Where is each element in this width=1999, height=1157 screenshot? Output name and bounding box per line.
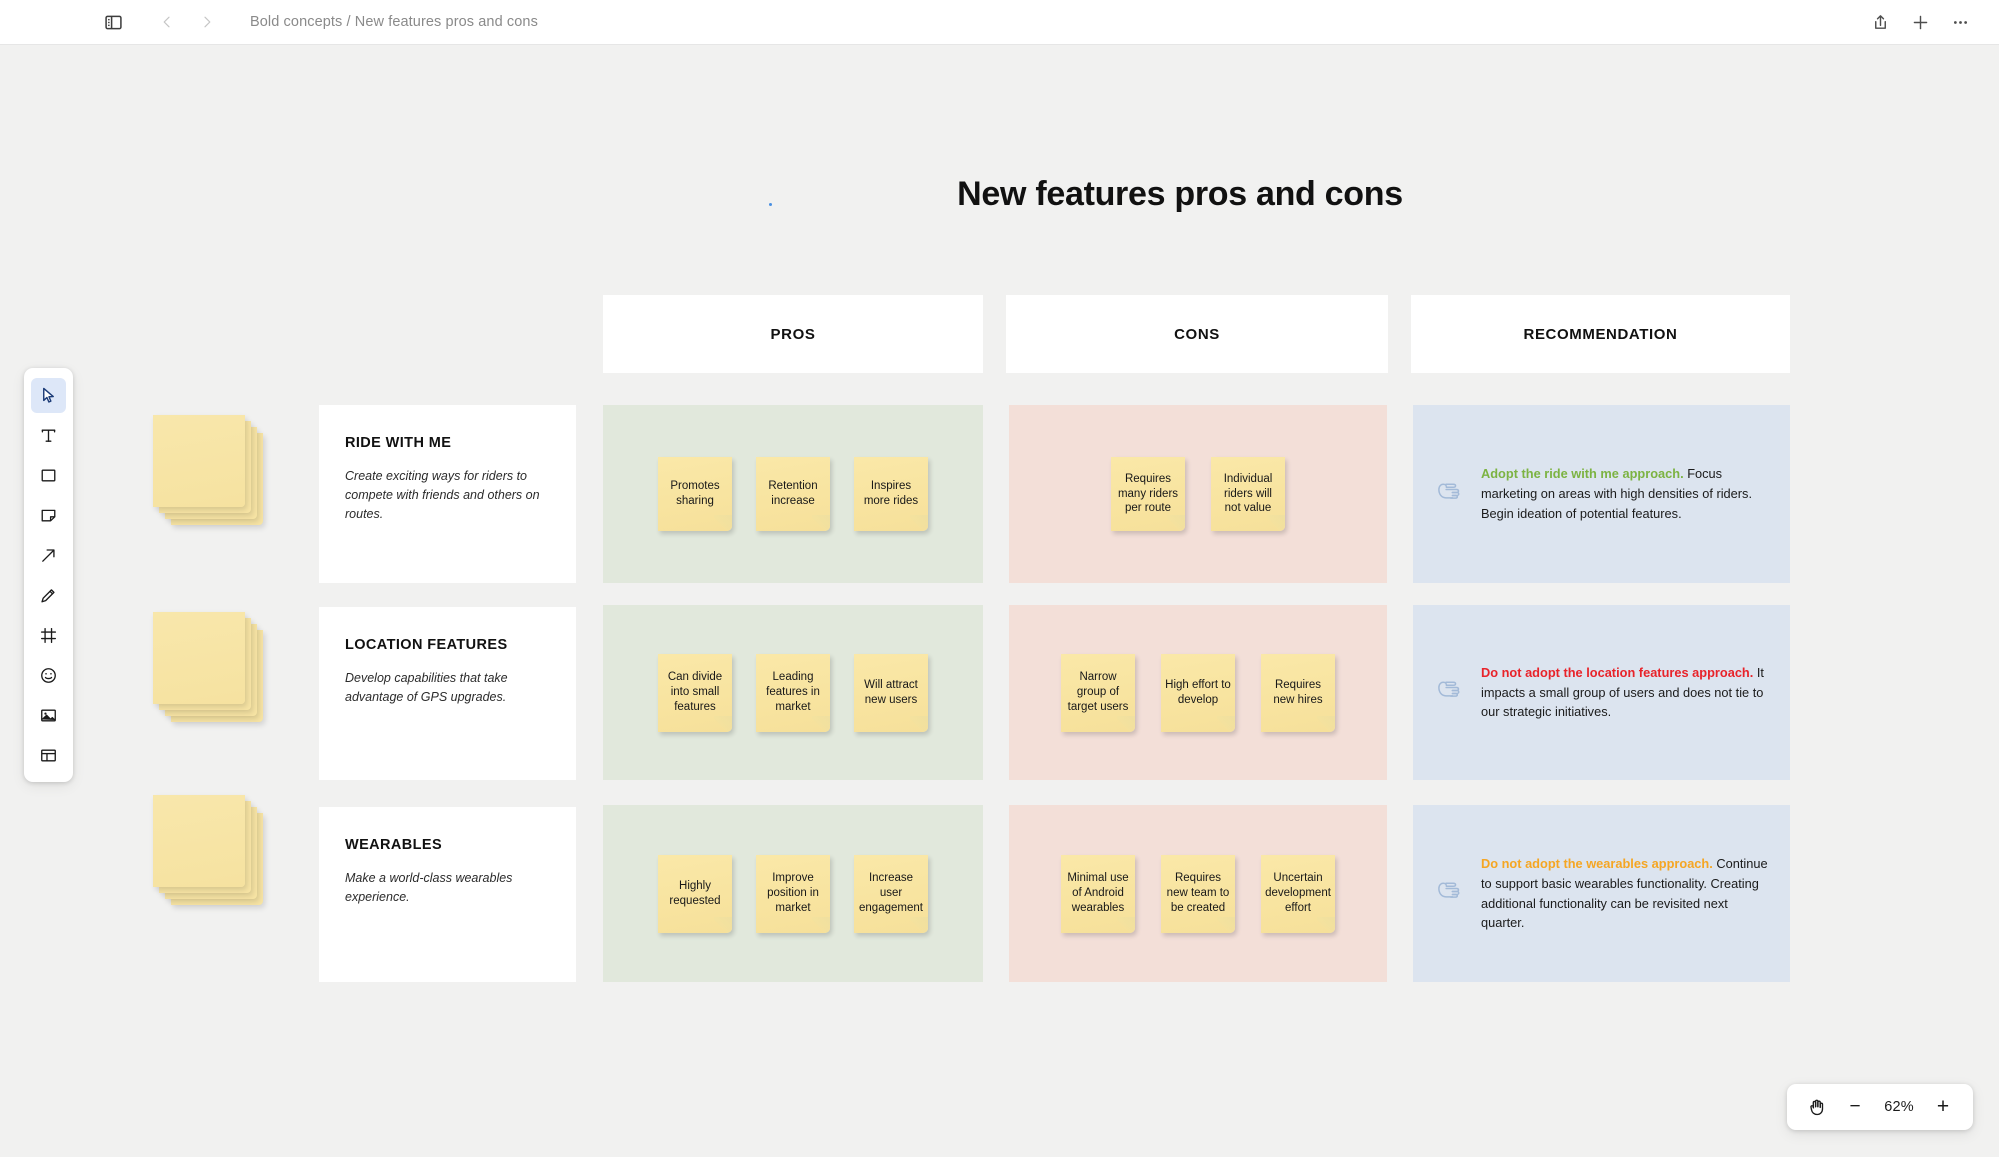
cell-cons-row2[interactable]: Narrow group of target users High effort… bbox=[1009, 605, 1387, 780]
sticky-note[interactable]: Uncertain development effort bbox=[1261, 854, 1335, 933]
sticky-note[interactable]: Narrow group of target users bbox=[1061, 653, 1135, 732]
sidebar-toggle-button[interactable] bbox=[96, 5, 130, 39]
sticky-note[interactable]: Promotes sharing bbox=[658, 457, 732, 531]
sticky-note[interactable]: Requires new team to be created bbox=[1161, 854, 1235, 933]
image-tool[interactable] bbox=[31, 698, 66, 733]
row-label-card[interactable]: RIDE WITH ME Create exciting ways for ri… bbox=[319, 405, 576, 583]
sticky-note-stack[interactable] bbox=[153, 612, 263, 722]
sticky-note-stack[interactable] bbox=[153, 795, 263, 905]
cell-recommendation-row3[interactable]: Do not adopt the wearables approach. Con… bbox=[1413, 805, 1790, 982]
recommendation-text: Do not adopt the location features appro… bbox=[1481, 663, 1770, 722]
row-title: RIDE WITH ME bbox=[345, 435, 452, 451]
text-tool[interactable] bbox=[31, 418, 66, 453]
top-toolbar: Bold concepts / New features pros and co… bbox=[0, 0, 1999, 45]
zoom-out-button[interactable]: − bbox=[1849, 1096, 1861, 1117]
forward-button[interactable] bbox=[190, 5, 224, 39]
row-label-card[interactable]: WEARABLES Make a world-class wearables e… bbox=[319, 807, 576, 982]
hand-tool-icon[interactable] bbox=[1801, 1091, 1833, 1123]
tool-palette bbox=[24, 368, 73, 782]
zoom-in-button[interactable]: + bbox=[1936, 1095, 1950, 1118]
cell-cons-row1[interactable]: Requires many riders per route Individua… bbox=[1009, 405, 1387, 583]
whiteboard-canvas[interactable]: New features pros and cons PROS CONS REC… bbox=[0, 45, 1999, 1157]
cell-pros-row2[interactable]: Can divide into small features Leading f… bbox=[603, 605, 983, 780]
row-title: WEARABLES bbox=[345, 837, 443, 853]
sticky-note[interactable]: Retention increase bbox=[756, 457, 830, 531]
zoom-control: − 62% + bbox=[1787, 1084, 1973, 1130]
pointing-hand-icon bbox=[1435, 878, 1465, 909]
back-button[interactable] bbox=[150, 5, 184, 39]
sticky-note-stack[interactable] bbox=[153, 415, 263, 525]
add-icon[interactable] bbox=[1903, 5, 1937, 39]
pen-tool[interactable] bbox=[31, 578, 66, 613]
recommendation-body: Focus marketing on areas with high densi… bbox=[1481, 466, 1753, 521]
select-tool[interactable] bbox=[31, 377, 66, 413]
share-icon[interactable] bbox=[1863, 5, 1897, 39]
row-description: Develop capabilities that take advantage… bbox=[345, 671, 508, 704]
row-description: Make a world-class wearables experience. bbox=[345, 871, 513, 904]
cell-pros-row1[interactable]: Promotes sharing Retention increase Insp… bbox=[603, 405, 983, 583]
row-description: Create exciting ways for riders to compe… bbox=[345, 469, 540, 521]
sticky-note-tool[interactable] bbox=[31, 498, 66, 533]
column-header-cons[interactable]: CONS bbox=[1006, 295, 1388, 373]
sticky-note[interactable]: Highly requested bbox=[658, 854, 732, 933]
breadcrumb[interactable]: Bold concepts / New features pros and co… bbox=[250, 14, 538, 30]
zoom-level-label[interactable]: 62% bbox=[1884, 1099, 1914, 1115]
more-options-icon[interactable] bbox=[1943, 5, 1977, 39]
recommendation-lead: Adopt the ride with me approach. bbox=[1481, 466, 1684, 482]
sticky-note[interactable]: Will attract new users bbox=[854, 653, 928, 732]
sticky-note[interactable]: Leading features in market bbox=[756, 653, 830, 732]
cell-recommendation-row2[interactable]: Do not adopt the location features appro… bbox=[1413, 605, 1790, 780]
sticky-note[interactable]: Increase user engagement bbox=[854, 854, 928, 933]
emoji-tool[interactable] bbox=[31, 658, 66, 693]
collaborator-cursor-dot bbox=[769, 203, 772, 206]
arrow-tool[interactable] bbox=[31, 538, 66, 573]
template-tool[interactable] bbox=[31, 738, 66, 773]
sticky-note[interactable]: Requires many riders per route bbox=[1111, 457, 1185, 531]
sticky-note[interactable]: Inspires more rides bbox=[854, 457, 928, 531]
sticky-note[interactable]: Individual riders will not value bbox=[1211, 457, 1285, 531]
sticky-note[interactable]: Can divide into small features bbox=[658, 653, 732, 732]
cell-pros-row3[interactable]: Highly requested Improve position in mar… bbox=[603, 805, 983, 982]
cell-cons-row3[interactable]: Minimal use of Android wearables Require… bbox=[1009, 805, 1387, 982]
recommendation-text: Adopt the ride with me approach. Focus m… bbox=[1481, 464, 1770, 523]
column-header-recommendation[interactable]: RECOMMENDATION bbox=[1411, 295, 1790, 373]
cell-recommendation-row1[interactable]: Adopt the ride with me approach. Focus m… bbox=[1413, 405, 1790, 583]
recommendation-lead: Do not adopt the location features appro… bbox=[1481, 664, 1754, 680]
sticky-note[interactable]: Minimal use of Android wearables bbox=[1061, 854, 1135, 933]
recommendation-text: Do not adopt the wearables approach. Con… bbox=[1481, 854, 1770, 933]
recommendation-body: Continue to support basic wearables func… bbox=[1481, 856, 1768, 931]
sticky-note[interactable]: High effort to develop bbox=[1161, 653, 1235, 732]
recommendation-body: It impacts a small group of users and do… bbox=[1481, 664, 1764, 720]
row-label-card[interactable]: LOCATION FEATURES Develop capabilities t… bbox=[319, 607, 576, 780]
frame-tool[interactable] bbox=[31, 618, 66, 653]
shape-rectangle-tool[interactable] bbox=[31, 458, 66, 493]
column-header-pros[interactable]: PROS bbox=[603, 295, 983, 373]
pointing-hand-icon bbox=[1435, 479, 1465, 510]
sticky-note[interactable]: Improve position in market bbox=[756, 854, 830, 933]
pointing-hand-icon bbox=[1435, 677, 1465, 708]
recommendation-lead: Do not adopt the wearables approach. bbox=[1481, 856, 1713, 872]
board-title[interactable]: New features pros and cons bbox=[957, 175, 1403, 213]
sticky-note[interactable]: Requires new hires bbox=[1261, 653, 1335, 732]
row-title: LOCATION FEATURES bbox=[345, 637, 508, 653]
